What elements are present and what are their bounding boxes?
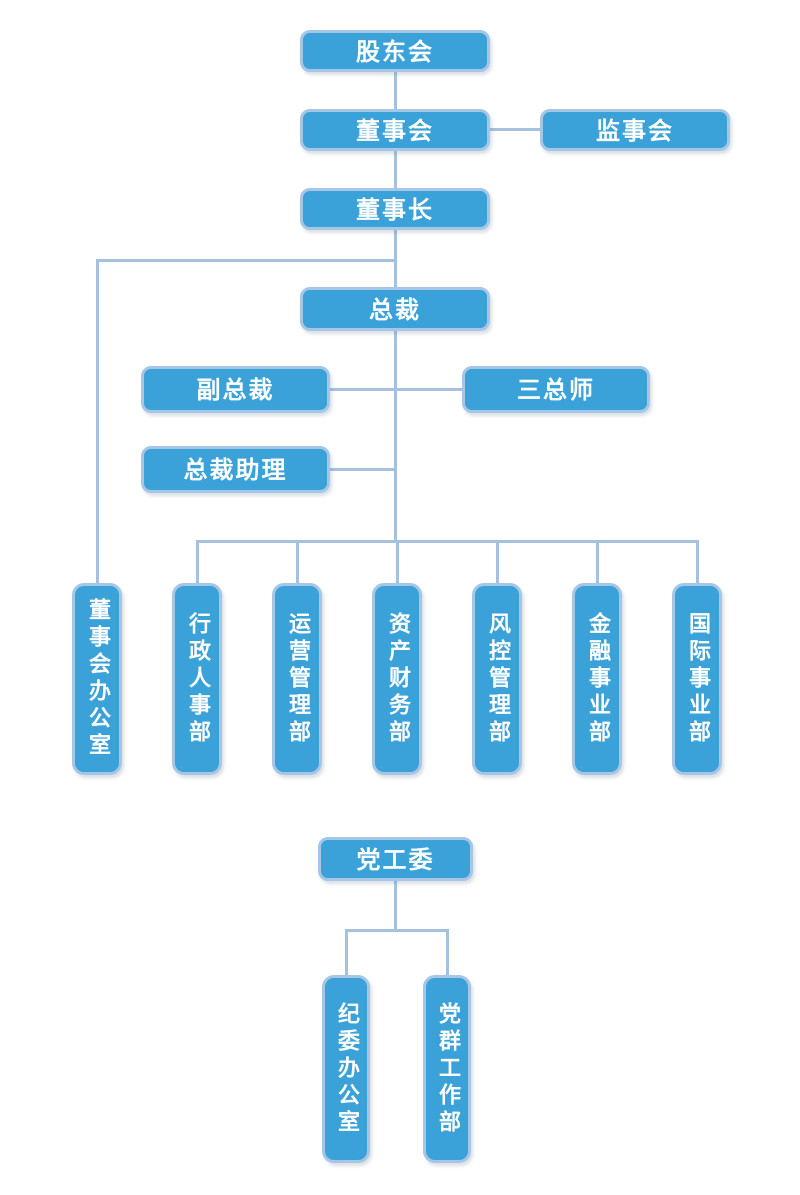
- node-risk-control: 风控管理部: [472, 583, 522, 775]
- node-admin-hr: 行政人事部: [172, 583, 222, 775]
- connector-party-rail: [345, 929, 449, 932]
- node-supervisory: 监事会: [540, 109, 730, 151]
- node-president-assistant: 总裁助理: [141, 446, 330, 493]
- node-shareholders: 股东会: [300, 30, 490, 72]
- connector-party-trunk: [394, 881, 397, 932]
- connector-assistant: [330, 468, 396, 471]
- node-board-office: 董事会办公室: [72, 583, 122, 775]
- connector-shareholders-board: [394, 72, 397, 110]
- connector-departments-rail: [196, 540, 699, 543]
- node-vice-president: 副总裁: [141, 366, 330, 413]
- node-international-bu: 国际事业部: [672, 583, 722, 775]
- connector-vp-chiefs: [330, 388, 462, 391]
- connector-branch-left: [96, 259, 396, 262]
- connector-drop-risk-control: [496, 540, 499, 583]
- connector-board-office-drop: [96, 259, 99, 583]
- node-chairman: 董事长: [300, 188, 490, 230]
- connector-drop-financial-bu: [596, 540, 599, 583]
- node-asset-finance: 资产财务部: [372, 583, 422, 775]
- connector-president-trunk: [394, 331, 397, 543]
- connector-board-supervisory: [490, 128, 540, 131]
- connector-board-chairman: [394, 151, 397, 189]
- node-board: 董事会: [300, 109, 490, 151]
- node-operations: 运营管理部: [272, 583, 322, 775]
- node-party-mass-dept: 党群工作部: [423, 975, 471, 1163]
- connector-drop-international-bu: [696, 540, 699, 583]
- node-three-chiefs: 三总师: [462, 366, 650, 413]
- node-president: 总裁: [300, 287, 490, 331]
- node-financial-bu: 金融事业部: [572, 583, 622, 775]
- connector-drop-asset-finance: [396, 540, 399, 583]
- connector-drop-discipline: [345, 929, 348, 975]
- connector-drop-party-mass: [446, 929, 449, 975]
- node-discipline-office: 纪委办公室: [322, 975, 370, 1163]
- connector-drop-operations: [296, 540, 299, 583]
- node-party-committee: 党工委: [318, 837, 473, 881]
- connector-drop-admin-hr: [196, 540, 199, 583]
